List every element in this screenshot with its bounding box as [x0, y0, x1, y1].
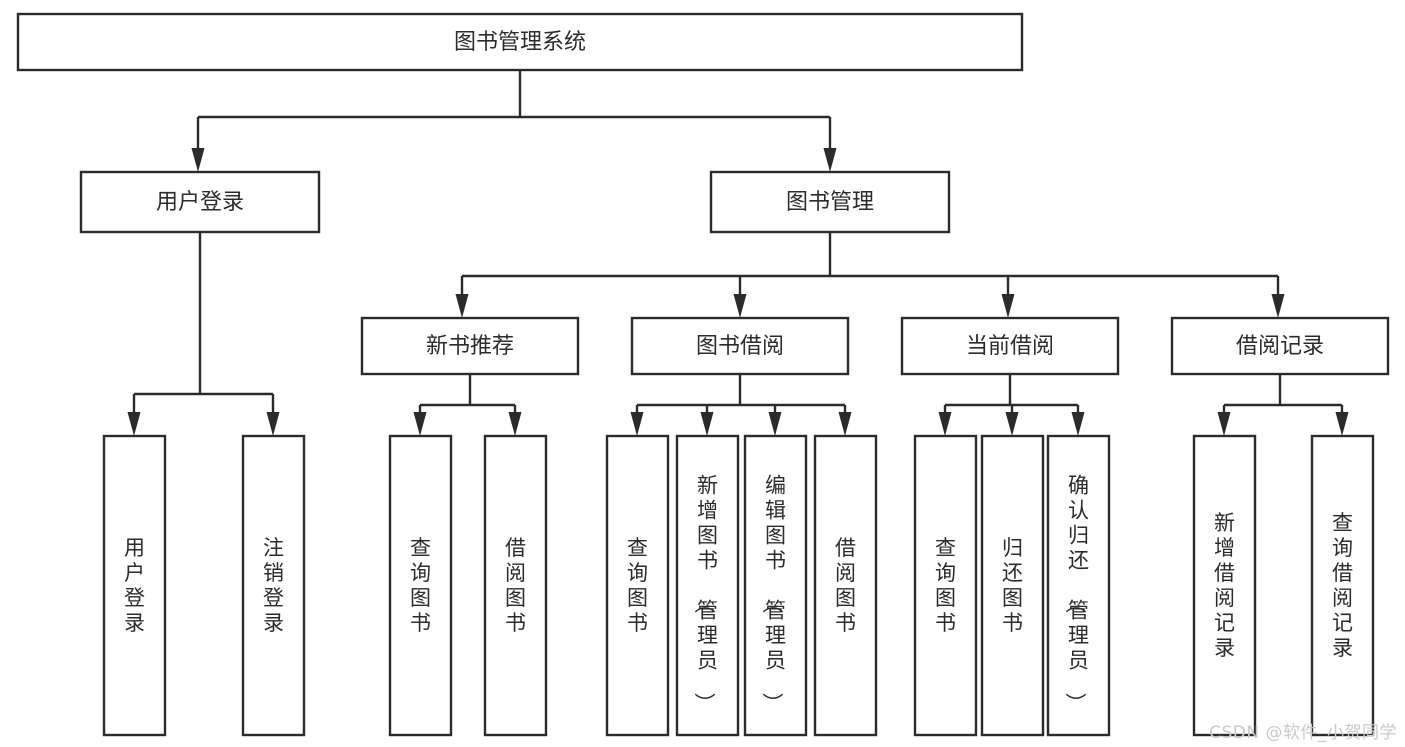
arrow-head-icon	[1217, 412, 1231, 436]
node-label: 用户登录	[156, 190, 244, 215]
node-leaf-查询借阅记录[interactable]: 查询借阅记录	[1310, 434, 1375, 737]
arrow-head-icon	[938, 412, 952, 436]
node-leaf-编辑图书管理员[interactable]: 编辑图书（管理员）	[743, 434, 808, 737]
connector-group-借阅记录	[1217, 374, 1349, 436]
node-leaf-查询图书[interactable]: 查询图书	[913, 434, 978, 737]
node-label: 确认归还（管理员）	[1063, 474, 1089, 714]
arrow-head-icon	[823, 148, 837, 172]
node-label: 图书管理	[786, 190, 874, 215]
node-label: 编辑图书（管理员）	[760, 474, 786, 714]
node-label: 借阅图书	[505, 536, 526, 635]
arrow-head-icon	[768, 412, 782, 436]
node-box[interactable]	[743, 434, 808, 737]
node-root-图书管理系统[interactable]: 图书管理系统	[16, 12, 1024, 72]
arrow-head-icon	[266, 412, 280, 436]
node-box[interactable]	[913, 434, 978, 737]
node-box[interactable]	[900, 316, 1120, 376]
node-leaf-归还图书[interactable]: 归还图书	[980, 434, 1045, 737]
arrow-head-icon	[508, 412, 522, 436]
node-leaf-新增借阅记录[interactable]: 新增借阅记录	[1192, 434, 1257, 737]
node-leaf-借阅图书[interactable]: 借阅图书	[483, 434, 548, 737]
connector-group-当前借阅	[938, 374, 1085, 436]
node-box[interactable]	[241, 434, 306, 737]
node-box[interactable]	[605, 434, 670, 737]
node-box[interactable]	[1192, 434, 1257, 737]
node-level3-借阅记录[interactable]: 借阅记录	[1170, 316, 1390, 376]
node-label: 新书推荐	[426, 334, 514, 359]
arrow-head-icon	[191, 148, 205, 172]
arrow-head-icon	[1001, 294, 1015, 318]
node-level2-图书管理[interactable]: 图书管理	[709, 170, 951, 234]
node-leaf-借阅图书[interactable]: 借阅图书	[813, 434, 878, 737]
arrow-head-icon	[1071, 412, 1085, 436]
connector-group-用户登录	[127, 232, 280, 436]
node-label: 图书借阅	[696, 334, 784, 359]
node-box[interactable]	[79, 170, 321, 234]
node-box[interactable]	[1046, 434, 1111, 737]
arrow-head-icon	[838, 412, 852, 436]
node-leaf-确认归还管理员[interactable]: 确认归还（管理员）	[1046, 434, 1111, 737]
arrow-head-icon	[1005, 412, 1019, 436]
node-label: 图书管理系统	[454, 30, 586, 55]
arrow-head-icon	[700, 412, 714, 436]
arrow-head-icon	[1271, 294, 1285, 318]
arrow-head-icon	[733, 294, 747, 318]
connector-group-图书管理	[455, 232, 1285, 318]
node-label: 借阅记录	[1236, 334, 1324, 359]
node-leaf-查询图书[interactable]: 查询图书	[388, 434, 453, 737]
node-label: 当前借阅	[966, 334, 1054, 359]
node-box[interactable]	[980, 434, 1045, 737]
node-level3-当前借阅[interactable]: 当前借阅	[900, 316, 1120, 376]
node-label: 注销登录	[263, 536, 284, 635]
node-label: 查询图书	[627, 536, 648, 635]
node-label: 查询图书	[410, 536, 431, 635]
node-box[interactable]	[483, 434, 548, 737]
node-leaf-注销登录[interactable]: 注销登录	[241, 434, 306, 737]
arrow-head-icon	[1335, 412, 1349, 436]
node-level3-图书借阅[interactable]: 图书借阅	[630, 316, 850, 376]
node-box[interactable]	[102, 434, 167, 737]
node-label: 查询图书	[935, 536, 956, 635]
arrow-head-icon	[413, 412, 427, 436]
connector-layer	[127, 70, 1349, 436]
node-box[interactable]	[1170, 316, 1390, 376]
node-layer: 图书管理系统用户登录图书管理新书推荐图书借阅当前借阅借阅记录用户登录注销登录查询…	[16, 12, 1390, 737]
node-level3-新书推荐[interactable]: 新书推荐	[360, 316, 580, 376]
node-level2-用户登录[interactable]: 用户登录	[79, 170, 321, 234]
node-box[interactable]	[630, 316, 850, 376]
watermark-label: CSDN @软件_小贺同学	[1209, 723, 1397, 743]
node-label: 借阅图书	[835, 536, 856, 635]
connector-group-图书借阅	[630, 374, 852, 436]
connector-group-root	[191, 70, 837, 172]
node-label: 用户登录	[124, 536, 145, 635]
node-box[interactable]	[675, 434, 740, 737]
node-label: 新增图书（管理员）	[692, 474, 718, 714]
node-label: 归还图书	[1002, 536, 1023, 635]
connector-group-新书推荐	[413, 374, 522, 436]
node-leaf-用户登录[interactable]: 用户登录	[102, 434, 167, 737]
node-leaf-新增图书管理员[interactable]: 新增图书（管理员）	[675, 434, 740, 737]
node-box[interactable]	[1310, 434, 1375, 737]
node-label: 新增借阅记录	[1214, 511, 1235, 660]
arrow-head-icon	[127, 412, 141, 436]
node-box[interactable]	[360, 316, 580, 376]
node-box[interactable]	[16, 12, 1024, 72]
node-box[interactable]	[813, 434, 878, 737]
node-label: 查询借阅记录	[1332, 511, 1353, 660]
node-box[interactable]	[388, 434, 453, 737]
node-leaf-查询图书[interactable]: 查询图书	[605, 434, 670, 737]
arrow-head-icon	[455, 294, 469, 318]
arrow-head-icon	[630, 412, 644, 436]
node-box[interactable]	[709, 170, 951, 234]
